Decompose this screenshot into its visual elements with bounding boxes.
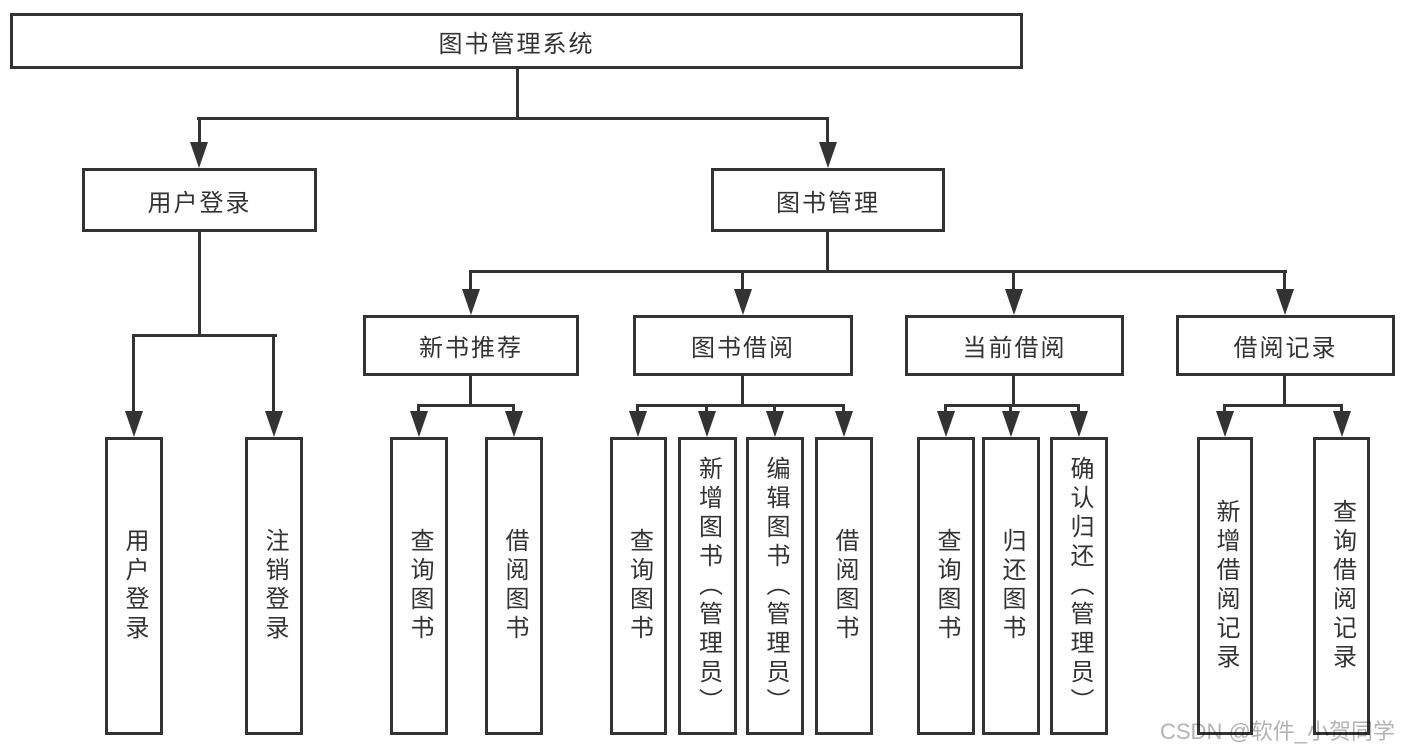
connector-line bbox=[516, 69, 519, 120]
connector-arrowhead-down bbox=[1002, 411, 1020, 437]
connector-line bbox=[197, 117, 829, 120]
connector-line bbox=[636, 404, 845, 407]
leaf-borrow-books: 借阅图书 bbox=[815, 437, 873, 735]
leaf-query-books-recommend-label: 查询图书 bbox=[406, 528, 433, 644]
leaf-borrow-books-recommend-label: 借阅图书 bbox=[501, 528, 528, 644]
connector-line bbox=[1077, 404, 1080, 413]
leaf-query-borrow-record: 查询借阅记录 bbox=[1313, 437, 1370, 735]
leaf-logout: 注销登录 bbox=[245, 437, 303, 735]
watermark: CSDN @软件_小贺同学 bbox=[1160, 719, 1396, 744]
connector-line bbox=[1283, 270, 1286, 291]
node-user-login-label: 用户登录 bbox=[147, 189, 252, 217]
connector-line bbox=[1283, 376, 1286, 406]
node-new-book-recommend: 新书推荐 bbox=[363, 315, 579, 376]
connector-arrowhead-down bbox=[505, 411, 523, 437]
connector-arrowhead-down bbox=[819, 142, 837, 168]
connector-arrowhead-down bbox=[265, 411, 283, 437]
leaf-edit-book-admin: 编辑图书（管理员） bbox=[746, 437, 804, 735]
connector-line bbox=[417, 404, 515, 407]
connector-arrowhead-down bbox=[835, 411, 853, 437]
connector-line bbox=[1012, 270, 1015, 291]
connector-arrowhead-down bbox=[1216, 411, 1234, 437]
node-book-borrow: 图书借阅 bbox=[633, 315, 853, 376]
leaf-borrow-books-recommend: 借阅图书 bbox=[485, 437, 543, 735]
node-book-management-label: 图书管理 bbox=[776, 189, 880, 217]
connector-line bbox=[944, 404, 947, 413]
connector-line bbox=[842, 404, 845, 413]
node-book-borrow-label: 图书借阅 bbox=[691, 335, 795, 362]
connector-line bbox=[198, 232, 201, 336]
leaf-confirm-return-admin-label: 确认归还（管理员） bbox=[1066, 455, 1093, 717]
node-current-borrow: 当前借阅 bbox=[905, 315, 1124, 376]
connector-arrowhead-down bbox=[766, 411, 784, 437]
node-current-borrow-label: 当前借阅 bbox=[962, 335, 1067, 362]
leaf-query-books-recommend: 查询图书 bbox=[390, 437, 448, 735]
connector-line bbox=[826, 232, 829, 272]
connector-line bbox=[1223, 404, 1343, 407]
node-book-management: 图书管理 bbox=[711, 168, 945, 232]
leaf-add-borrow-record: 新增借阅记录 bbox=[1197, 437, 1253, 735]
connector-line bbox=[417, 404, 420, 413]
leaf-logout-label: 注销登录 bbox=[261, 528, 288, 644]
connector-arrowhead-down bbox=[629, 411, 647, 437]
connector-line bbox=[826, 117, 829, 144]
leaf-user-login-label: 用户登录 bbox=[121, 528, 148, 644]
connector-arrowhead-down bbox=[1333, 411, 1351, 437]
node-root: 图书管理系统 bbox=[10, 13, 1023, 69]
connector-line bbox=[469, 270, 1287, 273]
connector-line bbox=[272, 334, 275, 413]
connector-line bbox=[469, 270, 472, 291]
leaf-query-books-current: 查询图书 bbox=[917, 437, 975, 735]
connector-line bbox=[705, 404, 708, 413]
connector-line bbox=[469, 376, 472, 406]
leaf-query-books-borrow-label: 查询图书 bbox=[625, 528, 653, 644]
leaf-confirm-return-admin: 确认归还（管理员） bbox=[1050, 437, 1108, 735]
connector-arrowhead-down bbox=[1005, 289, 1023, 315]
node-borrow-records: 借阅记录 bbox=[1176, 315, 1395, 376]
connector-line bbox=[1340, 404, 1343, 413]
connector-line bbox=[198, 117, 201, 144]
connector-arrowhead-down bbox=[937, 411, 955, 437]
connector-line bbox=[636, 404, 639, 413]
leaf-add-book-admin: 新增图书（管理员） bbox=[678, 437, 737, 735]
leaf-user-login: 用户登录 bbox=[105, 437, 163, 735]
connector-line bbox=[1223, 404, 1226, 413]
leaf-return-books: 归还图书 bbox=[982, 437, 1040, 735]
node-root-label: 图书管理系统 bbox=[438, 30, 595, 58]
connector-line bbox=[741, 270, 744, 291]
connector-arrowhead-down bbox=[1276, 289, 1294, 315]
node-new-book-recommend-label: 新书推荐 bbox=[419, 335, 523, 362]
connector-line bbox=[1009, 404, 1012, 413]
connector-line bbox=[512, 404, 515, 413]
leaf-query-books-borrow: 查询图书 bbox=[610, 437, 667, 735]
connector-arrowhead-down bbox=[190, 142, 208, 168]
node-user-login: 用户登录 bbox=[82, 168, 317, 232]
leaf-return-books-label: 归还图书 bbox=[998, 528, 1025, 644]
connector-line bbox=[773, 404, 776, 413]
connector-line bbox=[132, 334, 135, 413]
leaf-query-books-current-label: 查询图书 bbox=[933, 528, 960, 644]
connector-line bbox=[132, 334, 277, 337]
connector-line bbox=[944, 404, 1080, 407]
node-borrow-records-label: 借阅记录 bbox=[1233, 335, 1338, 362]
connector-arrowhead-down bbox=[1070, 411, 1088, 437]
connector-arrowhead-down bbox=[462, 289, 480, 315]
connector-arrowhead-down bbox=[125, 411, 143, 437]
connector-line bbox=[741, 376, 744, 406]
leaf-borrow-books-label: 借阅图书 bbox=[831, 528, 858, 644]
leaf-add-book-admin-label: 新增图书（管理员） bbox=[694, 455, 722, 717]
connector-line bbox=[1012, 376, 1015, 406]
leaf-edit-book-admin-label: 编辑图书（管理员） bbox=[762, 455, 789, 717]
leaf-add-borrow-record-label: 新增借阅记录 bbox=[1212, 499, 1239, 673]
leaf-query-borrow-record-label: 查询借阅记录 bbox=[1328, 499, 1356, 673]
connector-arrowhead-down bbox=[698, 411, 716, 437]
connector-arrowhead-down bbox=[734, 289, 752, 315]
connector-arrowhead-down bbox=[410, 411, 428, 437]
